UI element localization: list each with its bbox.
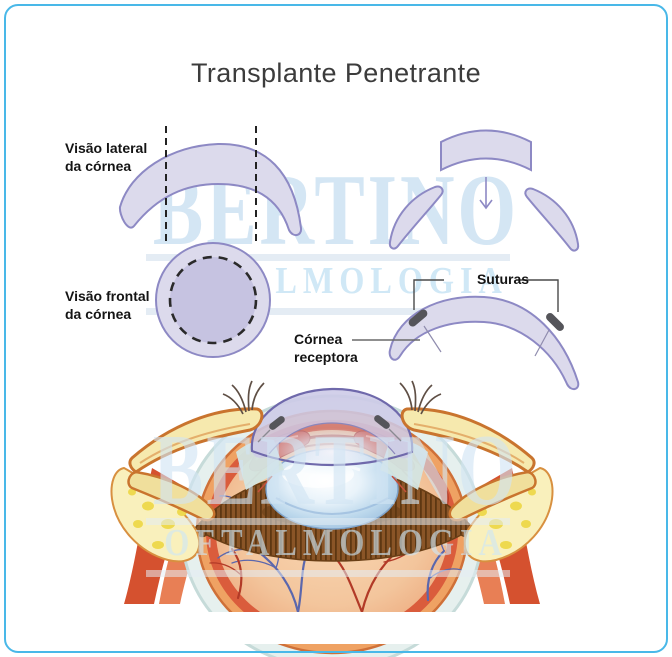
watermark-band [146, 308, 510, 315]
watermark-band [146, 254, 510, 261]
transplant-arrow [479, 177, 493, 210]
suture-thread-lines [423, 325, 550, 357]
bottom-fade [100, 612, 572, 644]
receptor-cornea-shape [388, 295, 580, 390]
frontal-cornea-trephine-dashed [168, 255, 258, 345]
eyelashes [222, 380, 265, 415]
label-sutures: Suturas [476, 271, 530, 287]
frontal-cornea-group [155, 242, 271, 358]
recipient-edge-right [524, 187, 580, 252]
watermark-band [146, 518, 510, 525]
sutures-bracket [413, 279, 559, 312]
eyelid-left [110, 380, 265, 563]
watermark-band [146, 570, 510, 577]
label-receptor-cornea: Córnea receptora [294, 331, 358, 365]
receptor-cornea-group [352, 279, 580, 390]
graft-insertion-group [388, 129, 580, 252]
eye-illustration [100, 379, 572, 657]
dome-suture-threads [257, 428, 402, 443]
lateral-cornea-group [118, 126, 303, 242]
suture-marks [408, 309, 564, 331]
dome-suture-marks [269, 415, 390, 430]
cornea-graft-dome [250, 387, 414, 467]
incision-dashed-lines [165, 126, 257, 242]
recipient-edge-left [388, 185, 444, 250]
label-lateral-view: Visão lateral da córnea [65, 140, 148, 174]
label-frontal-view: Visão frontal da córnea [65, 288, 150, 322]
watermark-brand: BERTINO [152, 414, 520, 527]
page-title: Transplante Penetrante [191, 58, 481, 88]
donor-graft-shape [440, 129, 532, 172]
watermark-subtitle: OFTALMOLOGIA [164, 522, 508, 564]
